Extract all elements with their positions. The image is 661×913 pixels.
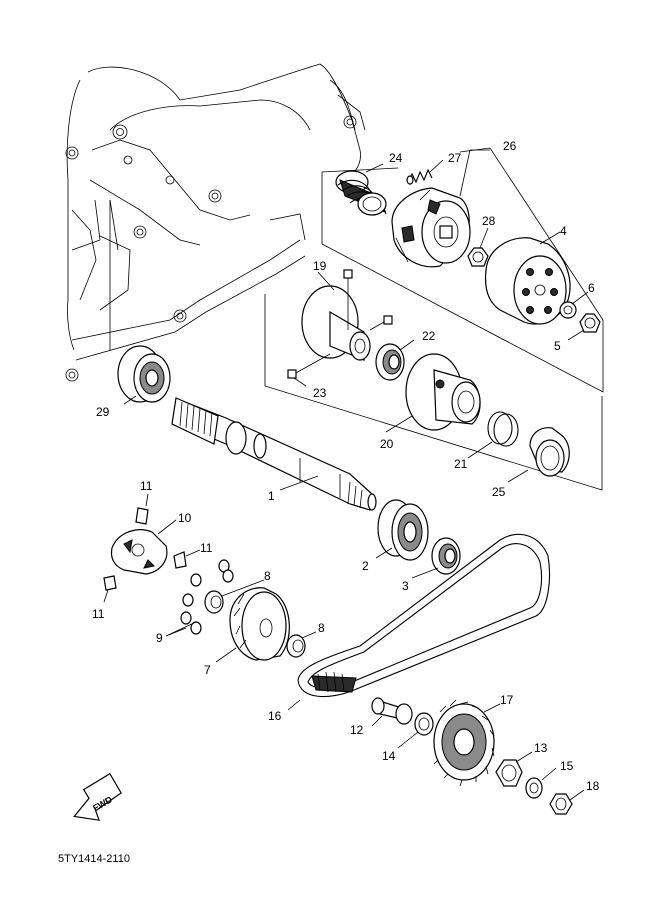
callout-28: 28 <box>482 214 496 228</box>
callout-18: 18 <box>586 779 600 793</box>
callout-2: 2 <box>362 559 369 573</box>
clutch-housing-4 <box>484 237 571 325</box>
callout-12: 12 <box>350 723 364 737</box>
oil-seal-22 <box>375 343 405 381</box>
callout-3: 3 <box>402 579 409 593</box>
plate-19 <box>287 269 393 379</box>
callout-8a: 8 <box>264 569 271 583</box>
callout-11a: 11 <box>140 479 153 493</box>
small-spring-27 <box>406 168 433 185</box>
callout-8b: 8 <box>318 621 325 635</box>
bearing-2 <box>377 499 429 561</box>
nut-13 <box>495 759 523 787</box>
fwd-arrow-icon: FWD <box>73 772 122 821</box>
callout-11c: 11 <box>92 607 105 621</box>
washer-6 <box>559 301 577 319</box>
callout-29: 29 <box>96 405 110 419</box>
nut-18 <box>549 793 573 815</box>
collar-8 <box>204 590 224 614</box>
leader-lines <box>103 149 589 801</box>
callout-24: 24 <box>389 151 403 165</box>
callout-27: 27 <box>448 151 462 165</box>
compression-spring-24 <box>335 170 387 216</box>
callout-4: 4 <box>560 224 567 238</box>
callout-21: 21 <box>454 457 468 471</box>
nut-28 <box>467 247 489 267</box>
clutch-carrier-26 <box>391 187 471 268</box>
callout-14: 14 <box>382 749 396 763</box>
callout-15: 15 <box>560 759 574 773</box>
callout-16: 16 <box>268 709 282 723</box>
callout-7: 7 <box>204 663 211 677</box>
callout-26: 26 <box>503 139 517 153</box>
primary-shaft-1 <box>171 397 377 511</box>
v-belt-16 <box>297 533 551 698</box>
callout-22: 22 <box>422 329 436 343</box>
rollers-9 <box>180 559 234 635</box>
callout-25: 25 <box>492 485 506 499</box>
callout-13: 13 <box>534 741 548 755</box>
callout-labels: 24 27 26 28 4 6 5 19 22 23 20 21 25 29 1… <box>92 139 600 793</box>
callout-23: 23 <box>313 386 327 400</box>
nut-5 <box>579 313 601 333</box>
sliding-sheave-20 <box>405 353 481 431</box>
callout-17: 17 <box>500 693 514 707</box>
cam-plate-10 <box>110 529 168 575</box>
bearing-29 <box>117 345 171 403</box>
slider-11 <box>103 507 187 591</box>
callout-1: 1 <box>268 489 275 503</box>
washer-14 <box>414 712 434 736</box>
callout-5: 5 <box>554 339 561 353</box>
callout-19: 19 <box>313 259 327 273</box>
callout-10: 10 <box>178 511 192 525</box>
collar-8b <box>286 634 306 658</box>
callout-6: 6 <box>588 281 595 295</box>
primary-sheave-7 <box>229 587 290 661</box>
callout-11b: 11 <box>200 541 213 555</box>
o-ring-21 <box>487 411 519 447</box>
callout-9: 9 <box>156 631 163 645</box>
washer-15 <box>525 777 543 799</box>
oil-seal-3 <box>431 537 461 575</box>
secondary-sheave-box <box>264 294 603 491</box>
diagram-code: 5TY1414-2110 <box>58 853 130 865</box>
collar-12 <box>371 697 413 725</box>
callout-20: 20 <box>380 437 394 451</box>
collar-25 <box>529 427 570 477</box>
fixed-sheave-17 <box>433 699 495 787</box>
crankcase-cover-outline <box>65 63 366 382</box>
